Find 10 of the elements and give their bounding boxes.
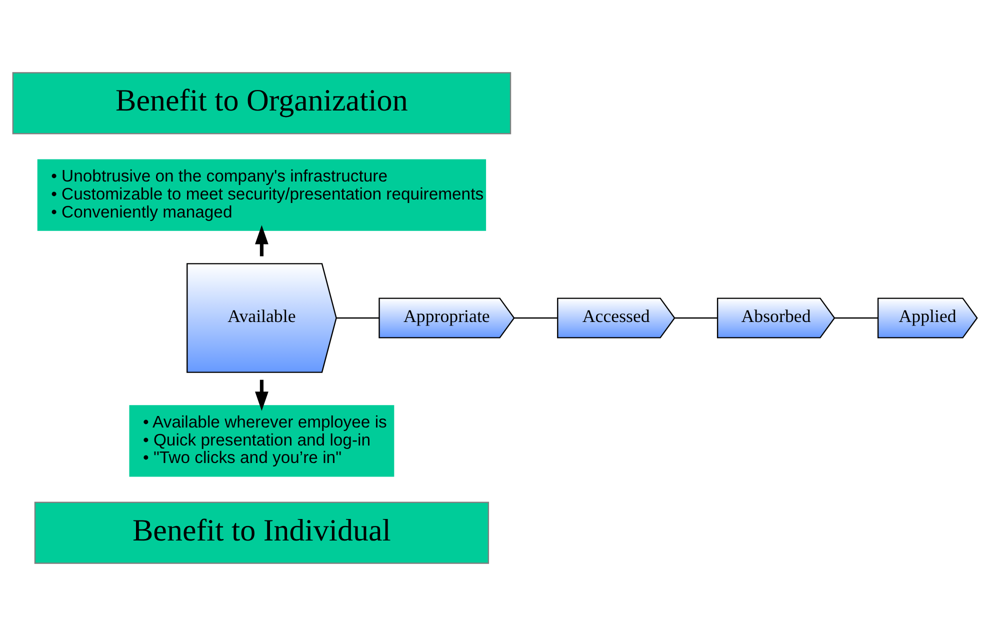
arrow [255,224,268,256]
node-box: • Available wherever employee is • Quick presentation and log-in • "Two clicks and you’re in" [129,404,394,476]
node-box: • Unobtrusive on the company's infrastructure • Customizable to meet security/presentation requirements • Conveniently managed [37,158,486,230]
connector [514,316,558,318]
connector [674,316,718,318]
arrow [255,379,268,410]
connector [336,316,380,318]
node-box: Benefit to Organization [12,72,512,134]
node-box: Benefit to Individual [34,501,490,564]
connector [834,316,878,318]
